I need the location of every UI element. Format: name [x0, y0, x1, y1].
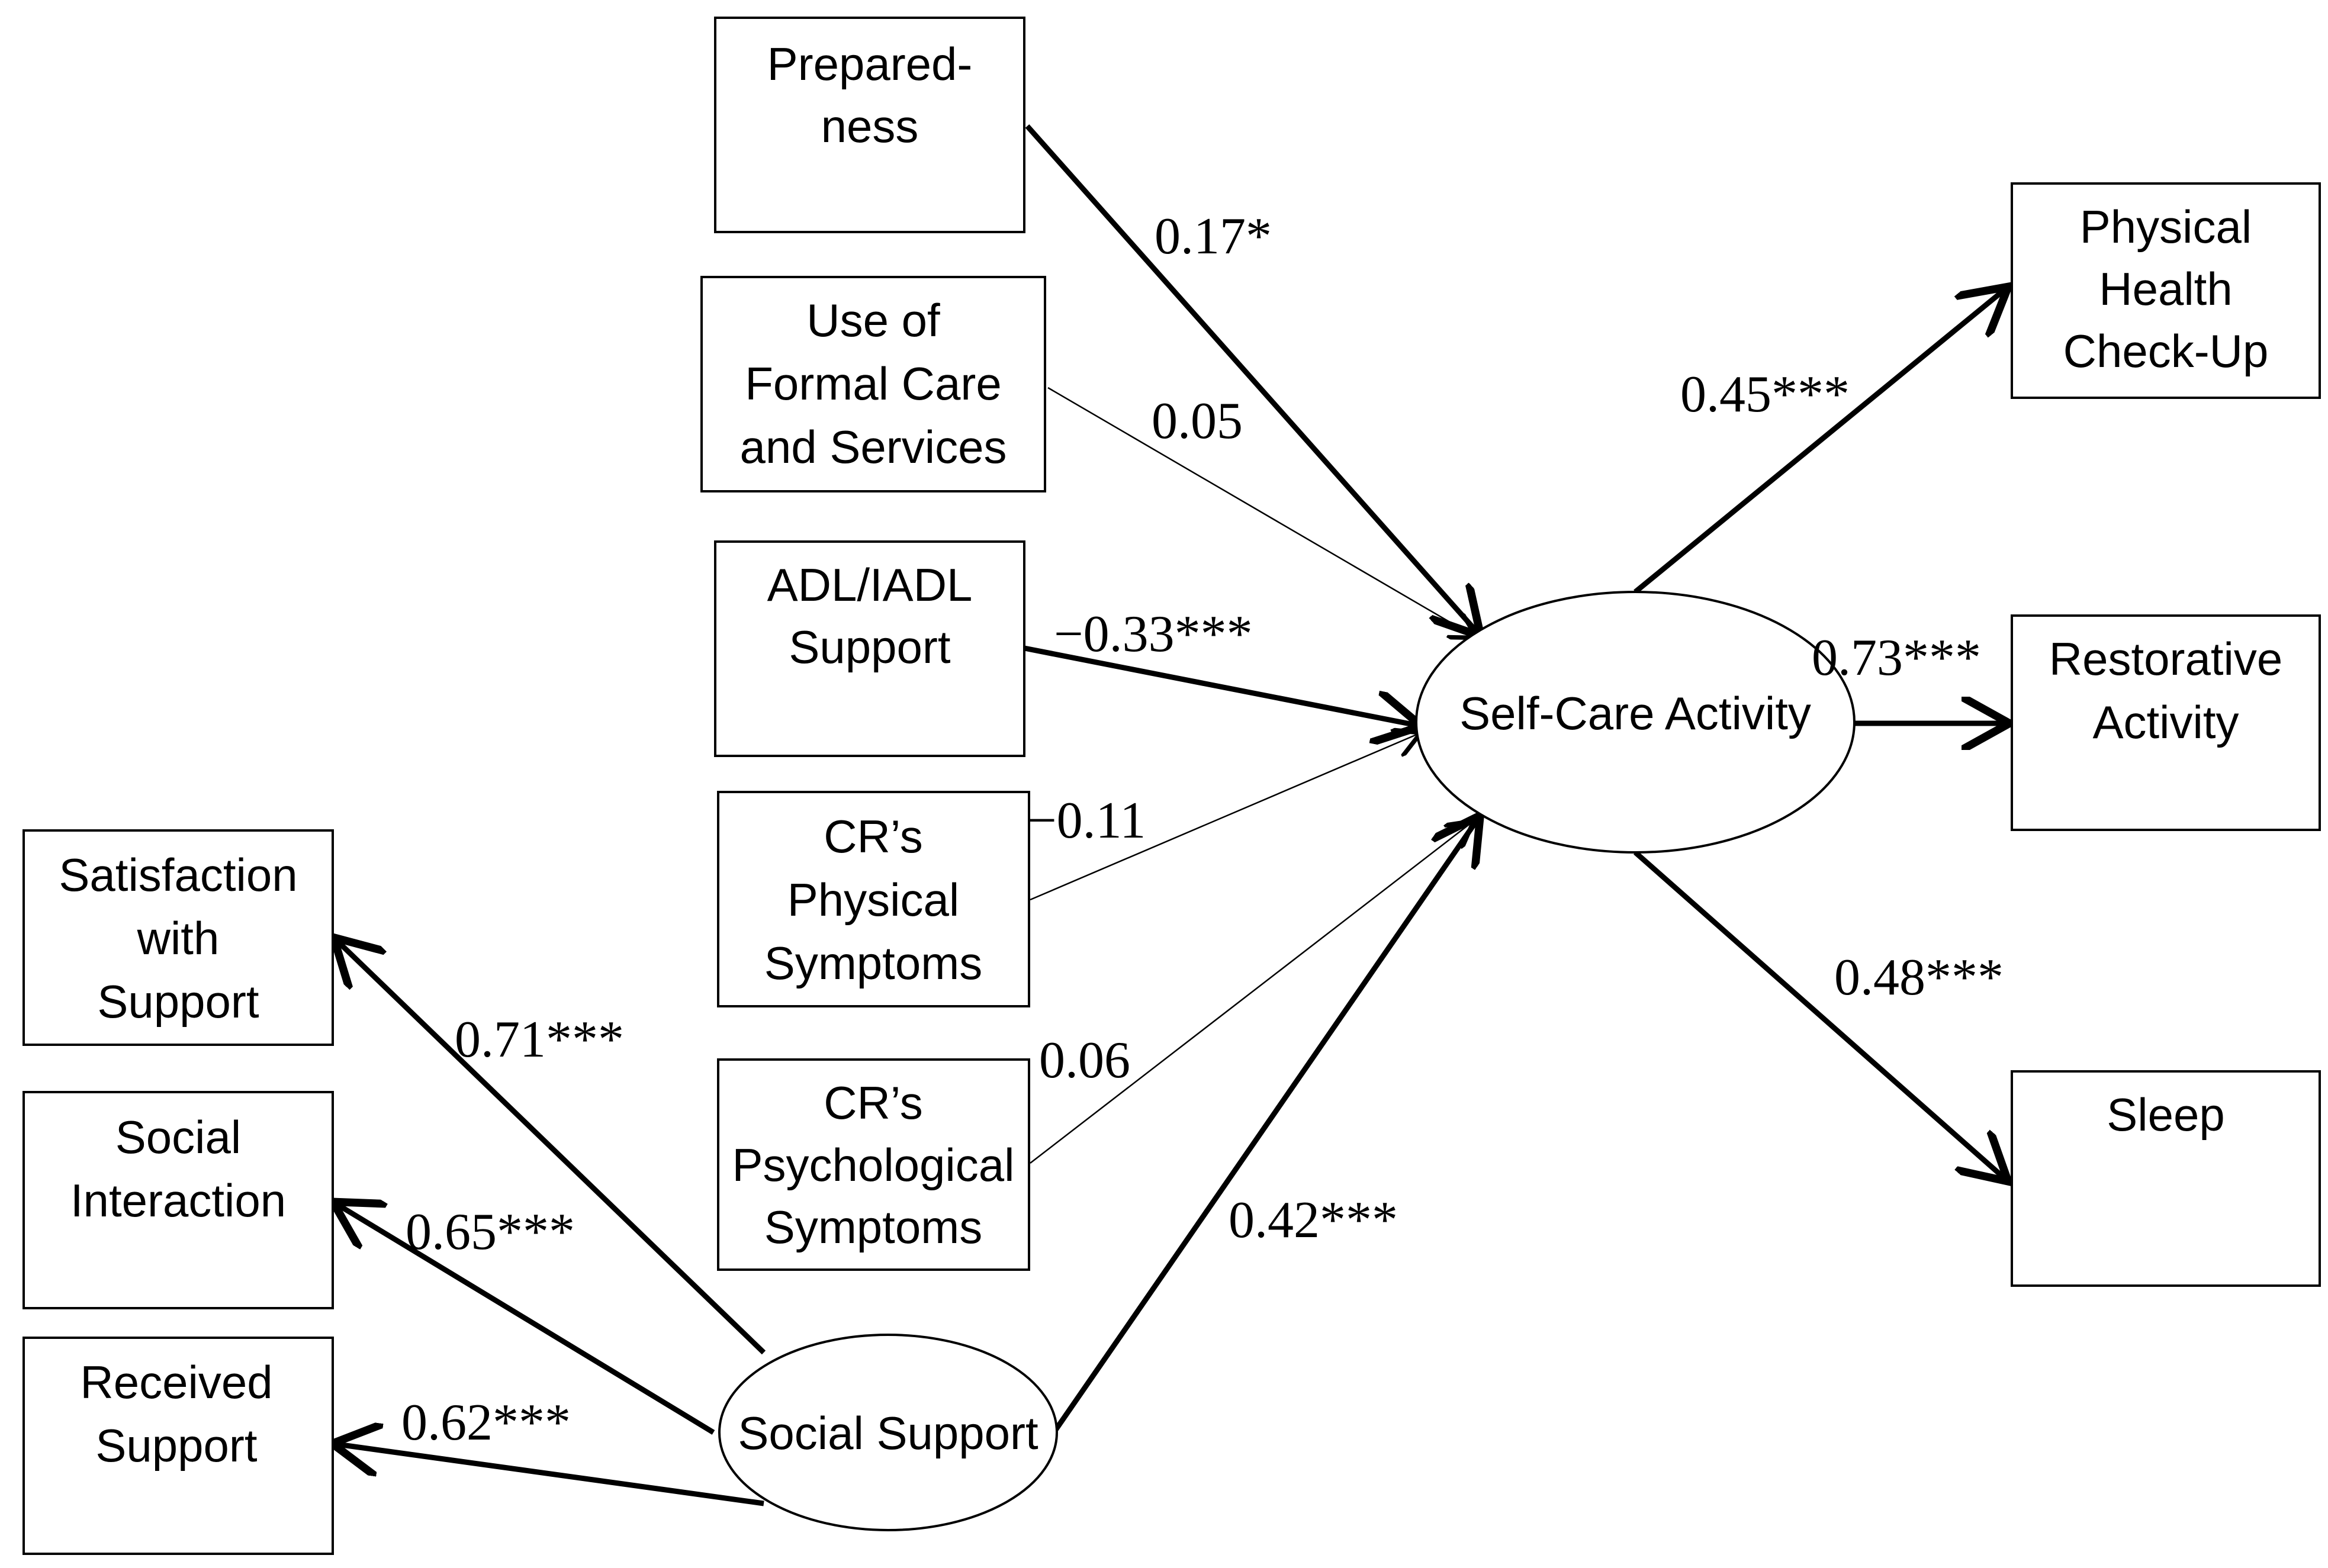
coef-restorative: 0.73*** — [1812, 629, 1981, 687]
coef-satisfaction: 0.71*** — [455, 1011, 624, 1068]
edge-psych-symptoms-self-care — [1030, 823, 1471, 1164]
coef-formal-care: 0.05 — [1152, 392, 1243, 450]
edge-self-care-health-checkup — [1634, 290, 2004, 594]
coef-interaction: 0.65*** — [406, 1203, 575, 1261]
svg-text:Prepared-ness: Prepared-ness — [767, 38, 973, 152]
svg-text:Self-Care Activity: Self-Care Activity — [1459, 687, 1811, 739]
edge-formal-care-self-care — [1047, 387, 1474, 636]
edge-self-care-sleep — [1634, 850, 2004, 1178]
coef-social-support-self-care: 0.42*** — [1229, 1192, 1398, 1249]
node-social-support: Social Support — [718, 1334, 1058, 1531]
coef-preparedness: 0.17* — [1155, 208, 1272, 265]
coef-health-checkup: 0.45*** — [1680, 366, 1850, 423]
edges — [337, 124, 2004, 1506]
path-coefficients: 0.17* 0.05 −0.33*** −0.11 0.06 0.42*** 0… — [401, 208, 2004, 1451]
edge-physical-symptoms-self-care — [1030, 734, 1418, 901]
coef-sleep: 0.48*** — [1834, 949, 2004, 1006]
node-self-care-activity: Self-Care Activity — [1415, 591, 1856, 854]
svg-text:Sleep: Sleep — [2107, 1089, 2225, 1141]
coef-physical-symptoms: −0.11 — [1027, 792, 1146, 849]
edge-adl-self-care — [1024, 645, 1416, 725]
node-sleep: Sleep — [2011, 1070, 2321, 1287]
node-preparedness: Prepared-ness — [714, 17, 1025, 233]
svg-text:Social Support: Social Support — [738, 1407, 1038, 1459]
edge-preparedness-self-care — [1025, 124, 1477, 632]
coef-received: 0.62*** — [401, 1394, 571, 1451]
edge-social-support-self-care — [1052, 820, 1477, 1434]
edge-social-support-received — [337, 1444, 764, 1506]
coef-psych-symptoms: 0.06 — [1039, 1032, 1130, 1089]
edge-social-support-satisfaction — [337, 941, 766, 1355]
coef-adl: −0.33*** — [1054, 606, 1253, 663]
edge-social-support-interaction — [337, 1205, 715, 1435]
